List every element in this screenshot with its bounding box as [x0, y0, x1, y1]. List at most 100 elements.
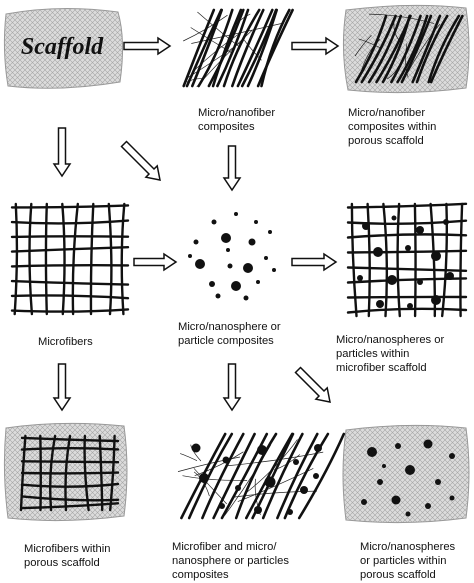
microfiber-grid-in-scaffold-bottom-left	[19, 434, 120, 512]
microfiber-strand	[246, 8, 278, 88]
particle-dot	[449, 495, 455, 501]
particle-dot	[367, 447, 377, 457]
scaffold-block: Scaffold	[3, 7, 124, 89]
microfiber-strand	[346, 249, 468, 254]
arrow-sphere-composites-to-fiber-and-sphere	[222, 363, 242, 412]
caption-fiber-and-sphere: Microfiber and micro/ nanosphere or part…	[172, 541, 289, 581]
microfiber-strand	[346, 266, 468, 272]
particle-dot	[268, 230, 272, 234]
particle-dot	[443, 219, 449, 225]
particle-dot	[195, 259, 205, 269]
microfiber-strand	[346, 233, 468, 239]
microfiber-strand	[390, 14, 422, 84]
microfiber-strand	[71, 202, 79, 316]
microfiber-strand	[396, 14, 429, 84]
microfiber-strand	[429, 14, 464, 84]
microfiber-strand	[182, 8, 216, 88]
microfiber-strand	[212, 432, 256, 520]
sphere-particles-middle-right	[357, 215, 454, 309]
particle-dot	[257, 445, 267, 455]
microfiber-strand	[20, 447, 120, 451]
nanofiber-strand	[180, 453, 198, 462]
microfiber-strand	[297, 432, 346, 520]
microfiber-strand	[20, 502, 120, 510]
microfiber-strand	[415, 14, 449, 84]
particle-dot	[188, 254, 192, 258]
nanofiber-strand	[193, 468, 227, 505]
microfiber-strand	[10, 279, 130, 286]
particle-dot	[425, 503, 431, 509]
microfiber-bundle-top	[182, 8, 294, 88]
microfiber-strand	[10, 308, 130, 313]
microfiber-strand	[260, 8, 291, 88]
microfiber-strand	[10, 264, 130, 268]
particle-dot	[235, 485, 241, 491]
microfiber-strand	[411, 14, 442, 84]
nanofiber-strand	[405, 43, 409, 78]
porous-scaffold-bottom-right	[342, 424, 470, 524]
microfiber-strand	[20, 482, 120, 488]
microfiber-strand	[216, 8, 250, 88]
caption-microfibers: Microfibers	[38, 336, 93, 348]
particle-dot	[446, 272, 454, 280]
microfiber-strand	[256, 8, 294, 88]
particle-dot	[300, 486, 308, 494]
particle-dot	[387, 275, 397, 285]
microfiber-strand	[20, 495, 120, 502]
particle-dot	[248, 238, 256, 246]
microfiber-strand	[222, 8, 261, 88]
sphere-particles-in-scaffold-bottom-right	[361, 439, 455, 517]
microfiber-strand	[10, 294, 130, 300]
microfiber-bundle-in-scaffold-top-right	[354, 13, 464, 84]
microfiber-strand	[354, 14, 388, 84]
microfiber-strand	[234, 432, 278, 520]
particle-dot	[221, 233, 231, 243]
microfiber-strand	[191, 8, 223, 88]
particle-dot	[219, 503, 225, 509]
microfiber-strand	[346, 295, 468, 299]
particle-dot	[361, 499, 367, 505]
particle-dot	[373, 247, 383, 257]
nanofiber-strand	[194, 451, 244, 477]
particle-dot	[377, 479, 383, 485]
particle-dot	[357, 275, 363, 281]
caption-microfibers-in-scaffold: Microfibers within porous scaffold	[24, 543, 111, 569]
microfiber-strand	[107, 202, 113, 316]
arrow-fiber-composites-to-sphere-composites	[222, 145, 242, 192]
microfiber-strand	[381, 14, 411, 84]
microfiber-strand	[441, 202, 449, 318]
microfiber-strand	[207, 8, 245, 88]
particle-dot	[234, 212, 238, 216]
particle-dot	[314, 444, 322, 452]
nanofiber-strand	[407, 23, 440, 73]
particle-dot	[293, 459, 299, 465]
particle-dot	[405, 465, 415, 475]
particle-dot	[264, 256, 268, 260]
particle-dot	[391, 495, 401, 505]
particle-dot	[391, 215, 397, 221]
microfiber-strand	[13, 202, 19, 316]
particle-dot	[215, 293, 221, 299]
sphere-particles-middle	[188, 212, 276, 301]
particle-dot	[227, 263, 233, 269]
microfiber-strand	[220, 432, 269, 520]
particle-dot	[226, 248, 230, 252]
microfiber-strand	[400, 14, 433, 84]
arrow-sphere-composites-to-spheres-in-scaffold	[294, 366, 331, 403]
sphere-particles-bottom-middle	[191, 443, 322, 515]
particle-dot	[191, 443, 201, 453]
arrow-sphere-composites-to-spheres-in-microfiber	[291, 252, 338, 272]
microfiber-strand	[187, 432, 234, 520]
particle-dot	[382, 464, 386, 468]
particle-dot	[376, 300, 384, 308]
microfiber-strand	[197, 8, 234, 88]
scaffold-title: Scaffold	[21, 34, 104, 60]
particle-dot	[243, 295, 249, 301]
microfiber-strand	[10, 235, 130, 239]
particle-dot	[287, 509, 293, 515]
microfiber-strand	[109, 434, 116, 512]
microfiber-strand	[429, 202, 437, 318]
particle-dot	[211, 219, 217, 225]
microfiber-strand	[10, 246, 130, 253]
